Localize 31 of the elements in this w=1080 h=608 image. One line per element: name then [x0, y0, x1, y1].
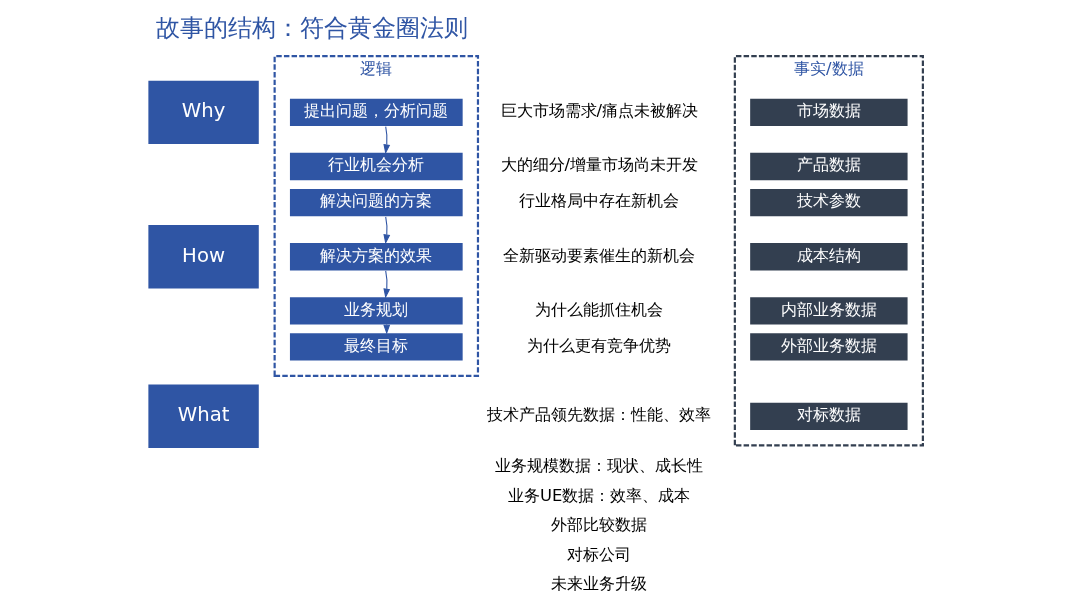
node-box: 行业机会分析 [289, 152, 463, 181]
node-box: 成本结构 [750, 243, 908, 271]
arrow [383, 126, 391, 155]
node-box: 最终目标 [289, 333, 463, 361]
label: 行业格局中存在新机会 [519, 191, 680, 211]
node-box: 解决问题的方案 [289, 188, 463, 217]
diagram-title: 故事的结构：符合黄金圈法则 [155, 14, 468, 43]
label: 为什么能抓住机会 [535, 299, 664, 319]
node-box: 对标数据 [750, 402, 908, 430]
node-box: 解决方案的效果 [289, 243, 463, 271]
node-box: 提出问题，分析问题 [289, 98, 463, 127]
label: 业务规模数据：现状、成长性 [495, 455, 704, 475]
label: 巨大市场需求/痛点未被解决 [500, 101, 699, 121]
label: 业务UE数据：效率、成本 [508, 485, 691, 505]
node-box: 市场数据 [750, 98, 908, 127]
node-box: 技术参数 [750, 188, 908, 217]
label: 未来业务升级 [551, 574, 648, 594]
arrow [383, 270, 391, 299]
node-box: 产品数据 [750, 152, 908, 181]
node-box: Why [148, 80, 259, 145]
node-box: 内部业务数据 [750, 297, 908, 325]
label: 大的细分/增量市场尚未开发 [500, 155, 699, 175]
label: 外部比较数据 [551, 515, 648, 535]
label: 技术产品领先数据：性能、效率 [487, 405, 712, 425]
label: 为什么更有竞争优势 [527, 335, 672, 355]
label: 全新驱动要素催生的新机会 [503, 245, 696, 265]
node-box: How [148, 225, 259, 289]
label: 对标公司 [567, 544, 632, 564]
node-box: 外部业务数据 [750, 333, 908, 361]
node-box: What [148, 384, 259, 448]
arrow [383, 216, 391, 245]
